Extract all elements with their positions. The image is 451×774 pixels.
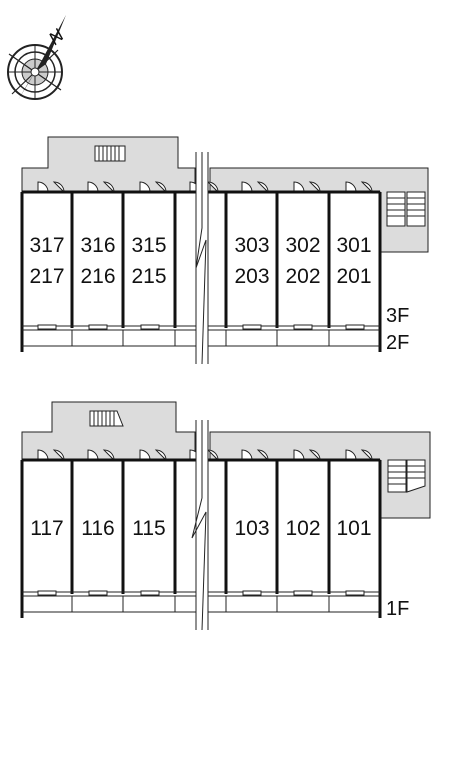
unit-walls xyxy=(20,458,382,618)
floor-label: 3F xyxy=(386,305,409,327)
unit-label: 115 xyxy=(132,517,165,540)
unit-label: 215 xyxy=(131,265,166,288)
unit-label: 315 xyxy=(131,234,166,257)
stair-icon xyxy=(386,191,426,227)
unit-label: 117 xyxy=(30,517,63,540)
stair-icon xyxy=(387,459,426,493)
break-line xyxy=(191,420,209,631)
door-swings xyxy=(37,449,373,462)
unit-label: 102 xyxy=(285,517,320,540)
unit-label: 103 xyxy=(234,517,269,540)
stair-icon xyxy=(89,410,124,427)
door-swings xyxy=(37,181,373,194)
compass-north-label: N xyxy=(45,25,69,49)
lower-building: 117 116 115 103 102 101 1F xyxy=(20,401,431,631)
break-line xyxy=(195,152,209,365)
compass-rose-icon xyxy=(7,15,66,100)
unit-label: 217 xyxy=(29,265,64,288)
window-marks xyxy=(37,324,365,330)
unit-label: 303 xyxy=(234,234,269,257)
stair-icon xyxy=(94,145,126,162)
unit-label: 101 xyxy=(336,517,371,540)
unit-label: 116 xyxy=(81,517,114,540)
unit-label: 202 xyxy=(285,265,320,288)
floor-label: 2F xyxy=(386,332,409,354)
unit-label: 201 xyxy=(336,265,371,288)
unit-label: 216 xyxy=(80,265,115,288)
unit-label: 317 xyxy=(29,234,64,257)
unit-label: 203 xyxy=(234,265,269,288)
unit-label: 301 xyxy=(336,234,371,257)
floor-label: 1F xyxy=(386,598,409,620)
unit-label: 302 xyxy=(285,234,320,257)
unit-label: 316 xyxy=(80,234,115,257)
window-marks xyxy=(37,590,365,596)
upper-building: 317 217 316 216 315 215 303 203 302 202 … xyxy=(20,136,429,365)
